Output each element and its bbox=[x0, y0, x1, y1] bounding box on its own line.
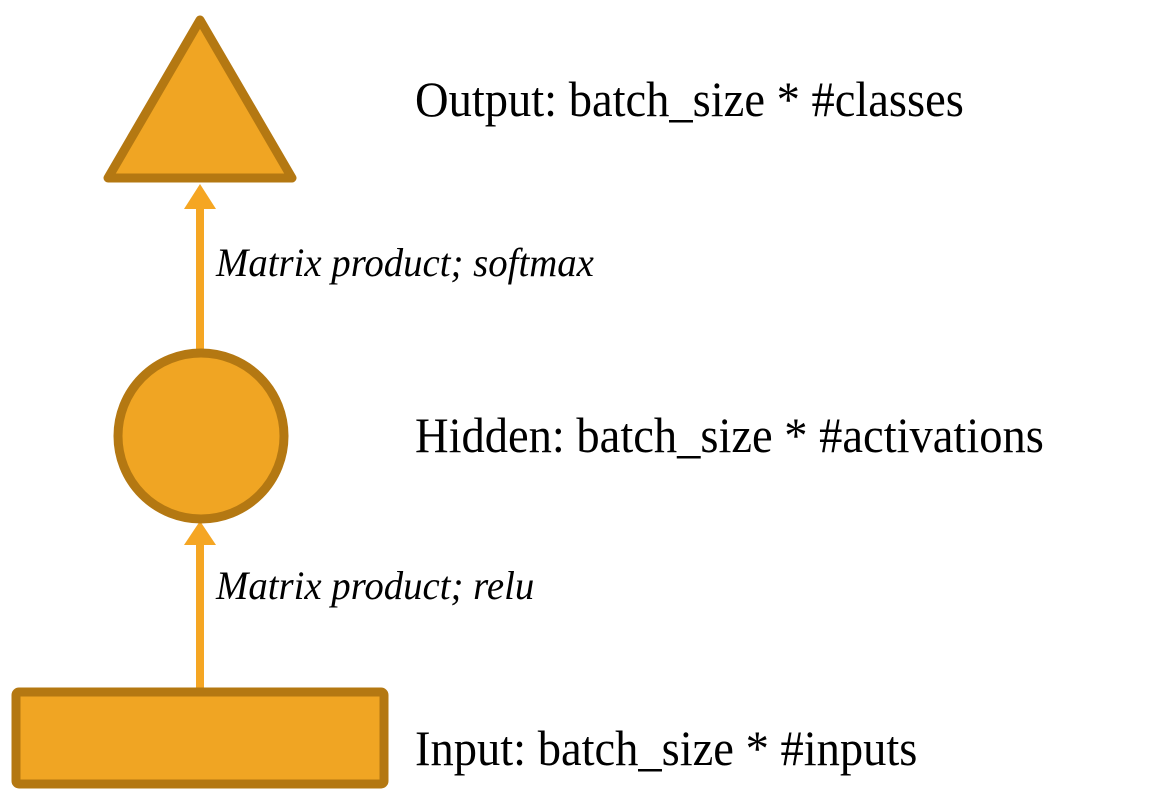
rectangle-shape[interactable] bbox=[11, 687, 389, 789]
circle-shape[interactable] bbox=[113, 348, 289, 524]
arrow-input-to-hidden bbox=[184, 521, 216, 690]
edge-label-hidden-to-output: Matrix product; softmax bbox=[216, 240, 594, 285]
input-layer-label: Input: batch_size * #inputs bbox=[415, 720, 918, 776]
output-layer-label: Output: batch_size * #classes bbox=[415, 71, 964, 127]
triangle-shape[interactable] bbox=[103, 15, 297, 183]
edge-label-input-to-hidden: Matrix product; relu bbox=[216, 563, 535, 608]
arrow-hidden-to-output bbox=[184, 184, 216, 352]
up-arrow-icon bbox=[184, 184, 216, 352]
hidden-layer-label: Hidden: batch_size * #activations bbox=[415, 407, 1044, 463]
up-arrow-icon bbox=[184, 521, 216, 690]
